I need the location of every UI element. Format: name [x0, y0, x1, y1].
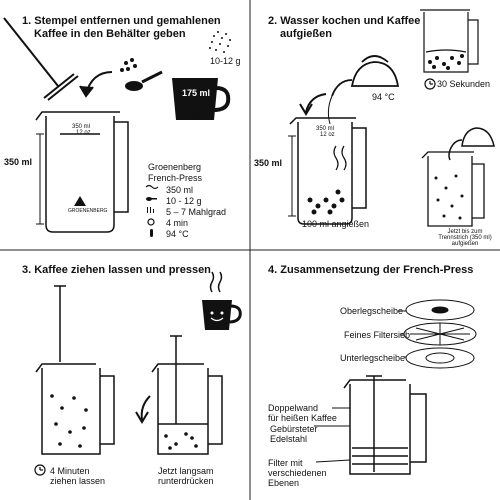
- coffee-grounds: [50, 394, 88, 448]
- panel2-title: 2. Wasser kochen und Kaffee aufgießen: [268, 15, 428, 41]
- kettle-icon: [448, 127, 495, 161]
- side-volume-label: 350 ml: [254, 158, 283, 168]
- press-caption-line2: runterdrücken: [158, 476, 214, 486]
- coffee-grounds: [428, 54, 464, 70]
- steep-caption-line1: 4 Minuten: [50, 466, 90, 476]
- brand-logo-icon: [74, 196, 86, 206]
- coffee-grounds: [434, 174, 464, 220]
- fill-caption-line1: Jetzt bis zum: [447, 229, 483, 235]
- side-volume-label: 350 ml: [4, 157, 33, 167]
- label-filter-line3: Ebenen: [268, 478, 300, 488]
- grams-label: 10-12 g: [210, 56, 241, 66]
- part-upper-disc: Oberlegscheibe: [340, 306, 404, 316]
- pot-label-ml: 350 ml: [72, 124, 91, 130]
- pot-label-oz: 12 oz: [76, 130, 91, 136]
- assembly-lines: [398, 310, 406, 358]
- pot-label-oz: 12 oz: [320, 132, 335, 138]
- part-lower-disc: Unterlegscheibe: [340, 353, 406, 363]
- french-press-pot: [151, 335, 223, 455]
- label-steel-line2: Edelstahl: [270, 434, 308, 444]
- panel1-title: 1. Stempel entfernen und gemahlenen Kaff…: [22, 15, 252, 41]
- kettle-icon: [331, 55, 400, 97]
- label-double-wall: Doppelwand für heißen Kaffee: [268, 403, 337, 423]
- panel1-title-line2: Kaffee in den Behälter geben: [34, 28, 186, 40]
- part-filter: Feines Filtersieb: [344, 330, 411, 340]
- lower-disc: [405, 347, 475, 369]
- fill-caption: Jetzt bis zum Trennstrich (350 ml) aufgi…: [430, 229, 500, 247]
- panel2-title-line1: 2. Wasser kochen und Kaffee: [268, 15, 421, 27]
- product-line1: Groenenberg: [148, 162, 202, 172]
- spec-temperature: 94 °C: [166, 229, 189, 239]
- label-filter-line1: Filter mit: [268, 458, 303, 468]
- fill-caption-line2: Trennstrich (350 ml) aufgießen: [438, 235, 492, 247]
- timer-icon: [424, 78, 436, 90]
- label-double-wall-line1: Doppelwand: [268, 403, 319, 413]
- french-press-pot: [35, 111, 129, 233]
- press-caption-line1: Jetzt langsam: [158, 466, 214, 476]
- pour-caption: 100 ml angießen: [302, 219, 370, 229]
- spec-list: 350 ml 10 - 12 g 5 – 7 Mahlgrad 4 min 94…: [166, 185, 226, 240]
- label-filter-line2: verschiedenen: [268, 468, 327, 478]
- panel2-title-line2: aufgießen: [280, 28, 332, 40]
- french-press-pot: [35, 285, 115, 455]
- panel1-title-line1: 1. Stempel entfernen und gemahlenen: [22, 15, 221, 27]
- temperature-label: 94 °C: [372, 92, 395, 102]
- cup-icon: [172, 78, 231, 120]
- water-stream: [327, 95, 333, 125]
- timer-label: 30 Sekunden: [437, 79, 491, 89]
- pot-label-ml: 350 ml: [316, 126, 335, 132]
- spec-time: 4 min: [166, 218, 189, 228]
- cup-count-label: x 2: [188, 112, 201, 122]
- spoon-icon: [120, 58, 163, 91]
- french-press-small: [420, 9, 479, 73]
- pour-arrow-icon: [299, 93, 327, 116]
- panel3-title: 3. Kaffee ziehen lassen und pressen: [22, 264, 211, 276]
- label-steel: Gebürsteter Edelstahl: [270, 424, 318, 444]
- spec-grind: 5 – 7 Mahlgrad: [166, 207, 227, 217]
- timer-icon: [34, 464, 46, 476]
- arrow-down-icon: [79, 71, 113, 98]
- steam-icon: [333, 145, 347, 171]
- press-caption: Jetzt langsam runterdrücken: [158, 466, 214, 486]
- upper-disc: [405, 299, 475, 321]
- volume-bracket: [36, 133, 44, 225]
- product-line2: French-Press: [148, 173, 203, 183]
- panel4-title: 4. Zusammensetzung der French-Press: [268, 264, 474, 276]
- plunger-icon: [3, 17, 79, 101]
- filter-mesh: [403, 322, 477, 346]
- brand-small: GROENENBERG: [68, 208, 108, 214]
- coffee-grounds: [307, 189, 345, 215]
- cup-volume-label: 175 ml: [182, 88, 211, 98]
- french-press-pot: [421, 151, 485, 227]
- steep-caption: 4 Minuten ziehen lassen: [50, 466, 105, 486]
- label-double-wall-line2: für heißen Kaffee: [268, 413, 337, 423]
- product-name: Groenenberg French-Press: [148, 162, 202, 184]
- label-steel-line1: Gebürsteter: [270, 424, 318, 434]
- french-press-pot: [343, 375, 427, 475]
- steam-icon: [209, 271, 223, 293]
- spec-dose: 10 - 12 g: [166, 196, 202, 206]
- french-press-pot: [289, 117, 367, 225]
- label-filter-levels: Filter mit verschiedenen Ebenen: [268, 458, 327, 488]
- spec-volume: 350 ml: [166, 185, 194, 195]
- coffee-grounds: [164, 432, 198, 450]
- coffee-grounds-icon: [209, 31, 231, 53]
- steep-caption-line2: ziehen lassen: [50, 476, 106, 486]
- label-leader-lines: [314, 407, 351, 463]
- press-down-arrow-icon: [135, 395, 151, 424]
- volume-bracket: [288, 135, 296, 217]
- cup-icon: [202, 300, 242, 330]
- spec-icons: [145, 184, 159, 237]
